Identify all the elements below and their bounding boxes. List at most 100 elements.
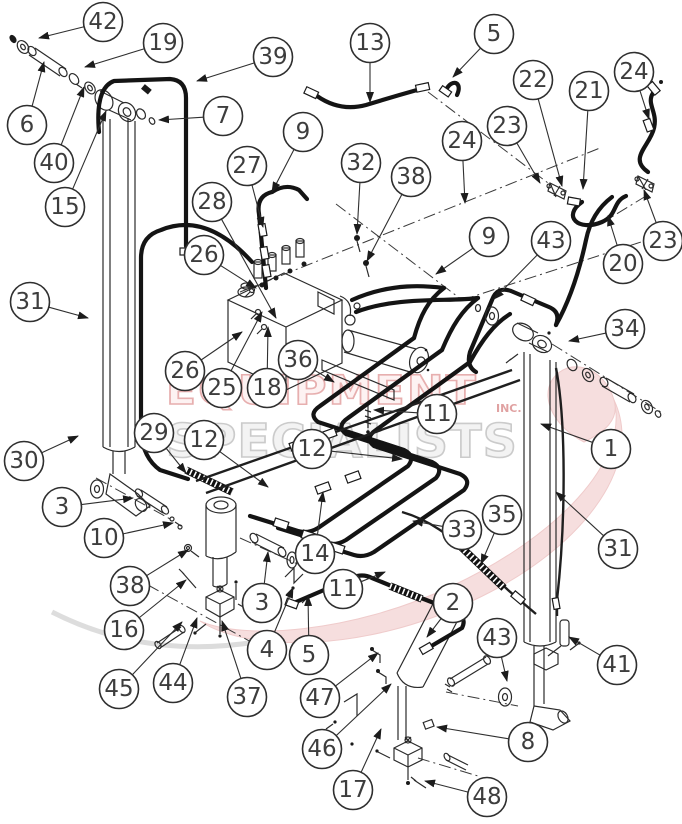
callout-balloon-32 [340,142,382,184]
leader-line-2 [426,618,442,638]
leader-line-30 [41,435,79,454]
leader-line-44 [179,617,198,665]
leader-line-38 [366,194,403,262]
leader-line-46 [335,683,392,737]
callout-number-24: 24 [619,59,648,85]
leader-line-38 [146,549,189,577]
phantom-lines [95,91,679,777]
hose-5 [443,80,461,98]
callout-balloon-11 [322,568,364,610]
callout-number-21: 21 [574,78,603,104]
callout-number-17: 17 [338,777,367,803]
watermark-suffix: INC. [496,402,522,415]
leader-line-1 [540,423,593,443]
leader-line-19 [84,48,145,68]
callout-balloon-38 [390,156,432,198]
callout-balloon-26 [183,234,225,276]
callout-number-42: 42 [88,9,117,35]
callout-number-2: 2 [446,590,461,616]
callout-number-35: 35 [487,502,516,528]
callout-balloon-12 [291,428,333,470]
callout-number-13: 13 [355,30,384,56]
callout-balloon-39 [252,36,294,78]
callout-balloon-33 [441,509,483,551]
callout-number-8: 8 [521,729,536,755]
callout-number-32: 32 [346,150,375,176]
callout-number-26: 26 [170,358,199,384]
leader-line-43 [500,656,509,682]
callout-balloon-21 [568,70,610,112]
callout-balloon-20 [602,243,644,285]
leader-line-32 [353,182,362,235]
right-upper-pin-assembly [566,358,662,418]
hose-z-bundle [247,284,513,559]
callout-balloon-11 [416,393,458,435]
callout-number-30: 30 [9,448,38,474]
callout-balloon-26 [164,350,206,392]
leader-line-31 [48,306,89,320]
callout-number-31: 31 [603,536,632,562]
callout-balloon-9 [468,216,510,258]
callout-balloon-14 [294,533,336,575]
callout-number-1: 1 [604,436,619,462]
callout-number-22: 22 [518,67,547,93]
callout-number-12: 12 [189,427,218,453]
callout-number-48: 48 [472,784,501,810]
leader-line-47 [335,652,379,687]
callout-balloon-23 [642,220,682,262]
callout-number-38: 38 [396,164,425,190]
callout-balloon-19 [142,22,184,64]
hose-to-top-right [553,194,615,328]
hose-left-vertical [138,223,255,435]
callout-number-18: 18 [252,375,281,401]
callout-number-33: 33 [447,517,476,543]
callout-number-23: 23 [492,113,521,139]
callout-balloon-45 [98,668,140,710]
callout-balloon-2 [432,582,474,624]
callout-balloon-9 [282,111,324,153]
callout-number-10: 10 [89,525,118,551]
callout-balloon-42 [82,1,124,43]
callout-number-45: 45 [104,676,133,702]
callout-balloon-36 [277,339,319,381]
callout-balloon-47 [299,677,341,719]
left-lift-cylinder [89,84,200,558]
leader-line-25 [230,311,263,372]
callout-balloon-12 [183,419,225,461]
lower-right-pin-assembly [410,655,513,789]
callout-number-26: 26 [189,242,218,268]
left-jack-leg [154,496,255,650]
leader-line-45 [131,621,183,676]
callout-balloon-43 [476,617,518,659]
callout-balloon-5 [288,634,330,676]
callout-balloon-44 [152,662,194,704]
leader-line-29 [165,447,187,474]
leader-line-3 [81,495,134,506]
callout-number-40: 40 [39,150,68,176]
callout-number-11: 11 [328,576,357,602]
leader-line-12 [331,450,403,462]
callout-balloon-6 [6,104,48,146]
leader-line-11 [360,571,386,583]
callout-number-3: 3 [55,494,70,520]
callout-balloon-10 [83,517,125,559]
callout-number-23: 23 [648,228,677,254]
callout-number-4: 4 [260,637,275,663]
callout-number-37: 37 [232,684,261,710]
leader-line-37 [221,620,242,679]
callout-balloon-28 [191,181,233,223]
callout-balloon-31 [9,281,51,323]
callout-balloon-43 [530,220,572,262]
callout-number-47: 47 [305,685,334,711]
callout-balloon-4 [246,629,288,671]
callout-number-39: 39 [258,44,287,70]
callout-balloon-13 [349,22,391,64]
callout-balloon-34 [604,308,646,350]
leader-line-16 [138,579,187,619]
callout-number-20: 20 [608,251,637,277]
callout-number-43: 43 [482,625,511,651]
hose-20-24-cluster [546,80,663,228]
callout-number-9: 9 [482,224,497,250]
